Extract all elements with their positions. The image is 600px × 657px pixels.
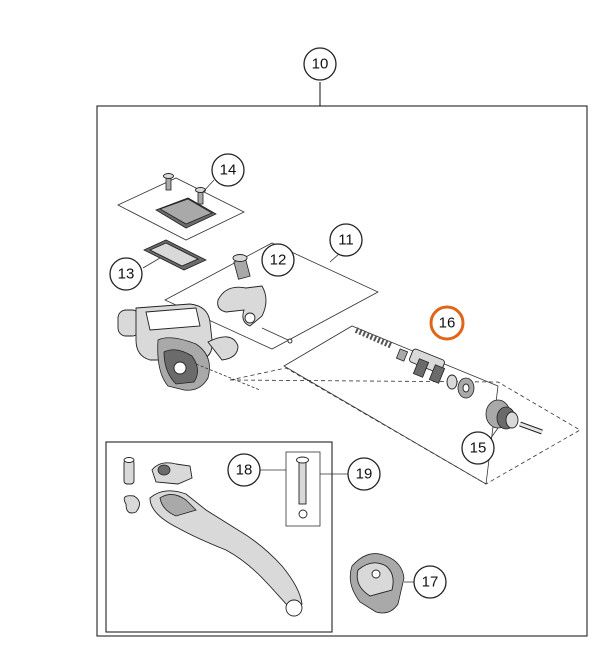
callout-11-label: 11 bbox=[338, 232, 354, 249]
callout-14[interactable]: 14 bbox=[211, 153, 245, 187]
cover-plate-part bbox=[117, 173, 245, 241]
callout-15[interactable]: 15 bbox=[461, 431, 495, 465]
boot-part bbox=[485, 399, 543, 443]
callout-13[interactable]: 13 bbox=[109, 257, 143, 291]
piston-spring-part bbox=[354, 327, 475, 399]
pivot-pin-part bbox=[260, 451, 348, 527]
callout-17[interactable]: 17 bbox=[413, 565, 447, 599]
lever-group-frame bbox=[105, 441, 333, 633]
callout-12[interactable]: 12 bbox=[261, 243, 295, 277]
callout-19-label: 19 bbox=[356, 466, 373, 483]
gasket-part bbox=[142, 239, 207, 271]
callout-12-label: 12 bbox=[270, 252, 287, 269]
callout-18[interactable]: 18 bbox=[227, 453, 261, 487]
piston-frame-16 bbox=[283, 325, 499, 485]
callout-17-label: 17 bbox=[422, 574, 439, 591]
assembly-frame bbox=[96, 105, 588, 637]
lever-part bbox=[123, 457, 303, 617]
callout-14-label: 14 bbox=[220, 162, 237, 179]
callout-11[interactable]: 11 bbox=[329, 223, 363, 257]
callout-18-label: 18 bbox=[236, 462, 253, 479]
master-cylinder-body bbox=[117, 303, 261, 391]
callout-19[interactable]: 19 bbox=[347, 457, 381, 491]
callout-10[interactable]: 10 bbox=[303, 47, 337, 81]
callout-10-label: 10 bbox=[312, 56, 329, 73]
handlebar-clamp-part bbox=[349, 553, 414, 614]
callout-15-label: 15 bbox=[470, 440, 487, 457]
callout-16[interactable]: 16 bbox=[429, 305, 465, 341]
callout-13-label: 13 bbox=[118, 266, 135, 283]
callout-16-label: 16 bbox=[439, 315, 456, 332]
clamp-part bbox=[217, 254, 293, 344]
